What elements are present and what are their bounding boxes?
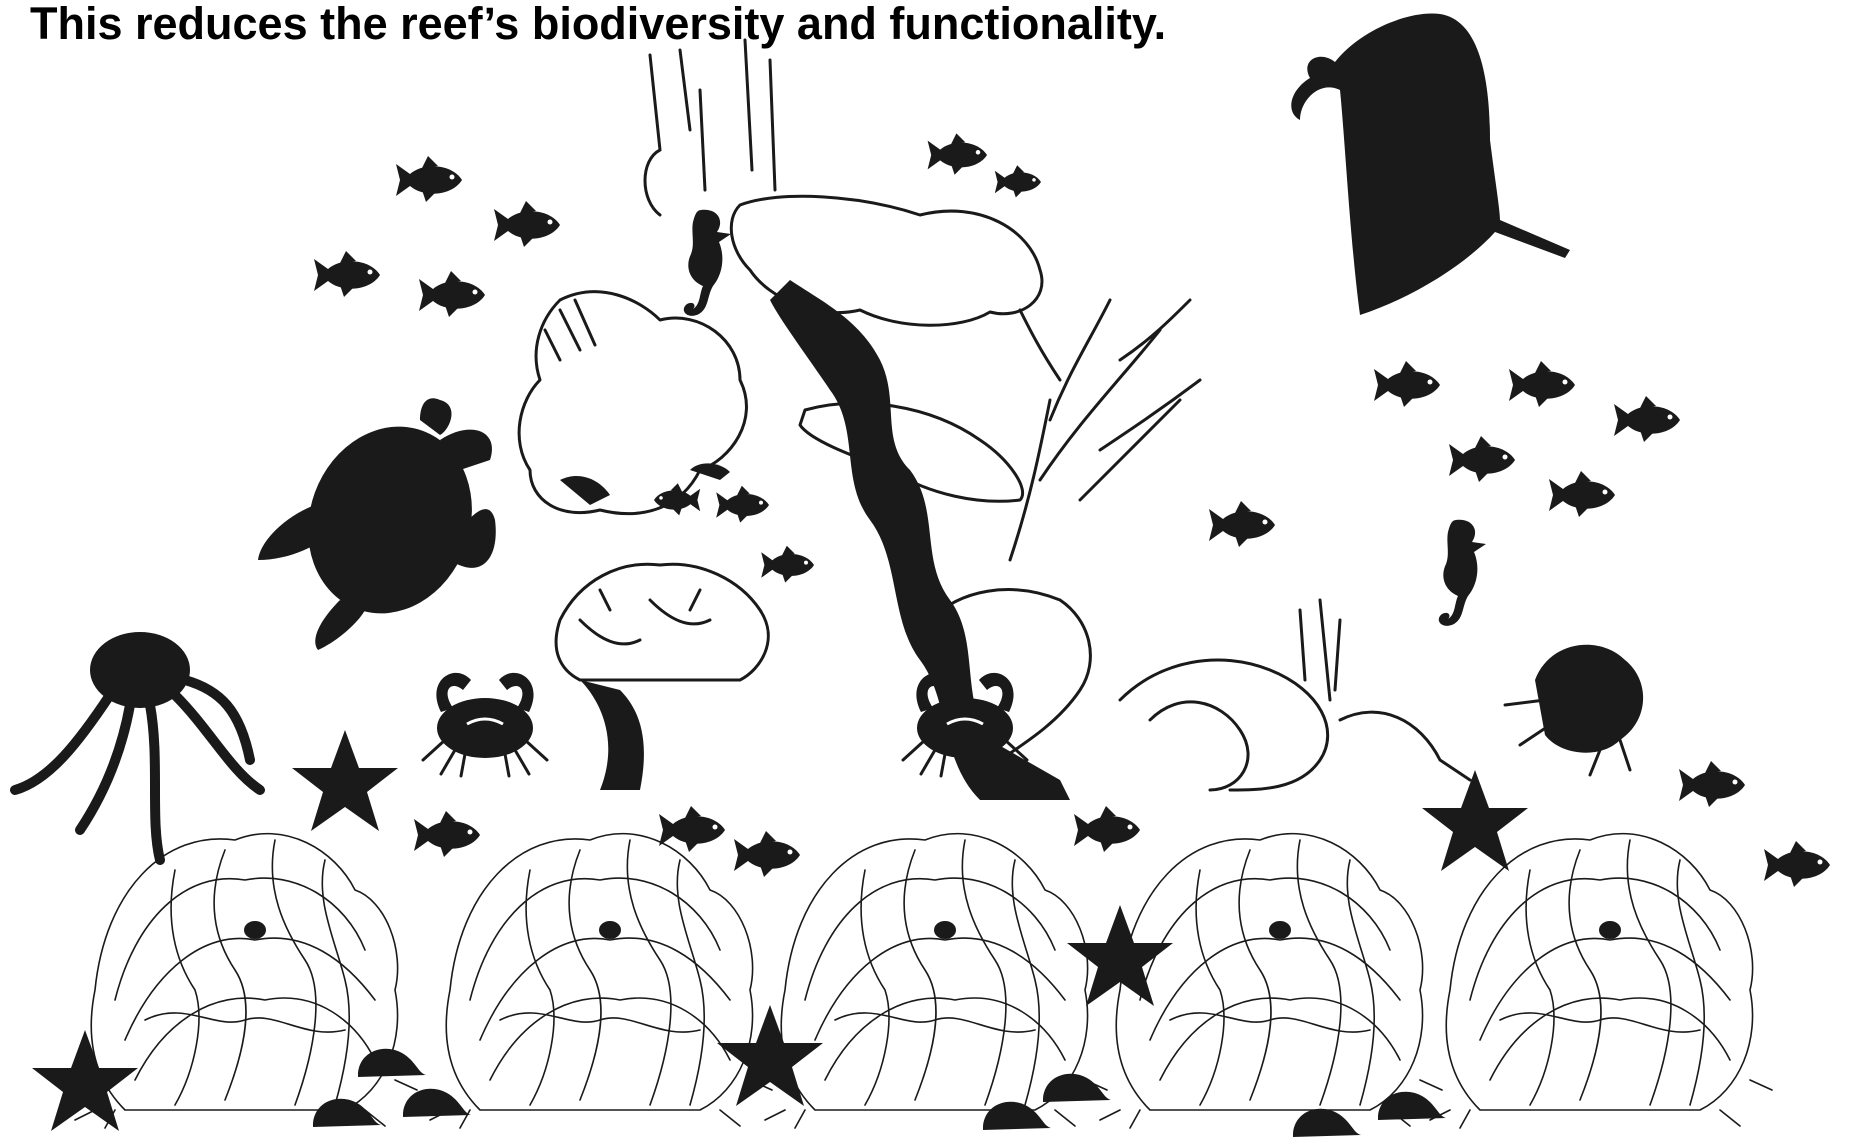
- fish-icon: [414, 811, 480, 857]
- fish-icon: [716, 486, 769, 523]
- fish-icon: [654, 483, 700, 515]
- fish-icon: [1074, 806, 1140, 852]
- fish-icon: [1509, 361, 1575, 407]
- giant-clam-icon: [75, 834, 417, 1128]
- fish-icon: [1679, 761, 1745, 807]
- octopus-icon: [15, 632, 260, 860]
- fish-icon: [659, 806, 725, 852]
- snail-icon: [313, 1099, 381, 1127]
- fish-icon: [761, 546, 814, 583]
- fish-icon: [1449, 436, 1515, 482]
- giant-clam-icon: [1430, 834, 1772, 1128]
- fish-icon: [928, 133, 987, 174]
- starfish-icon: [717, 1005, 823, 1106]
- seahorse-icon: [1439, 520, 1486, 626]
- fish-icon: [1374, 361, 1440, 407]
- manta-ray-icon: [1291, 13, 1570, 315]
- snail-icon: [1378, 1092, 1446, 1120]
- fish-icon: [494, 201, 560, 247]
- snail-icon: [1293, 1109, 1361, 1137]
- seahorse-icon: [684, 210, 731, 316]
- fish-icon: [1549, 471, 1615, 517]
- fish-icon: [1209, 501, 1275, 547]
- fish-icon: [1764, 841, 1830, 887]
- fish-icon: [419, 271, 485, 317]
- giant-clam-icon: [1100, 834, 1442, 1128]
- sea-turtle-icon: [258, 398, 498, 650]
- giant-clam-icon: [430, 834, 772, 1128]
- crab-icon: [423, 673, 547, 776]
- fish-icon: [734, 831, 800, 877]
- snail-icon: [403, 1089, 471, 1117]
- fish-icon: [314, 251, 380, 297]
- fish-icon: [396, 156, 462, 202]
- starfish-icon: [1422, 770, 1528, 871]
- snail-icon: [358, 1049, 426, 1077]
- fish-icon: [1614, 396, 1680, 442]
- fish-icon: [995, 165, 1041, 197]
- starfish-icon: [292, 730, 398, 831]
- crab-icon: [1505, 645, 1643, 775]
